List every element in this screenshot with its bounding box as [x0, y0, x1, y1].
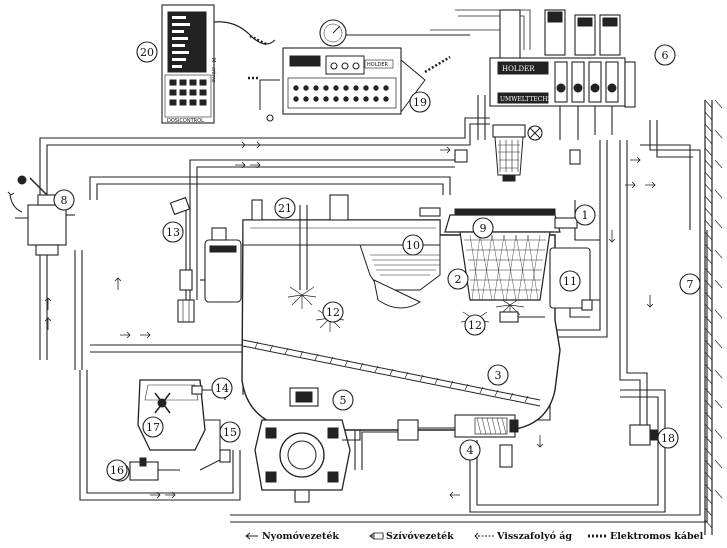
- valve-block-top-label: HOLDER: [502, 65, 535, 73]
- suction-filter: [397, 414, 519, 468]
- spray-boom: [704, 99, 723, 535]
- svg-text:16: 16: [110, 464, 124, 477]
- svg-text:Elektromos kábel: Elektromos kábel: [610, 531, 704, 542]
- svg-text:Szívóvezeték: Szívóvezeték: [386, 531, 454, 542]
- svg-text:1: 1: [582, 209, 589, 222]
- callout-8: 8: [53, 189, 75, 211]
- callout-1: 1: [574, 204, 596, 226]
- callout-5: 5: [332, 389, 354, 411]
- callout-11: 11: [559, 270, 581, 292]
- legend-pressure: Nyomóvezeték: [245, 531, 339, 542]
- filler-basket: [444, 208, 578, 301]
- svg-text:21: 21: [278, 202, 292, 215]
- callout-6: 6: [654, 44, 676, 66]
- svg-text:9: 9: [480, 222, 487, 235]
- svg-text:5: 5: [340, 394, 347, 407]
- svg-text:11: 11: [563, 275, 577, 288]
- callout-4: 4: [459, 439, 481, 461]
- svg-text:4: 4: [467, 444, 474, 457]
- electric-valve-block: HOLDER UMWELTTECHNIK: [430, 9, 636, 141]
- pressure-gauge: [319, 19, 470, 47]
- svg-text:Visszafolyó ág: Visszafolyó ág: [496, 531, 572, 542]
- dosicontrol-controller: DOSICONTROL M · crême: [161, 4, 276, 124]
- callout-9: 9: [472, 217, 494, 239]
- callouts: 20 19 6 8 21 9 1 13 10 2 11 7 12 12 3 14…: [53, 41, 701, 481]
- legend-return: Visszafolyó ág: [474, 531, 572, 542]
- legend-suction: Szívóvezeték: [369, 531, 454, 542]
- controller-model: M · crême: [210, 58, 217, 83]
- svg-text:10: 10: [406, 239, 420, 252]
- svg-text:18: 18: [661, 432, 675, 445]
- svg-text:7: 7: [687, 278, 694, 291]
- manual-main-valve: [7, 175, 67, 256]
- callout-21: 21: [274, 197, 296, 219]
- svg-text:19: 19: [413, 96, 427, 109]
- callout-14: 14: [211, 377, 233, 399]
- callout-2: 2: [447, 268, 469, 290]
- callout-15: 15: [219, 421, 241, 443]
- svg-text:20: 20: [140, 46, 154, 59]
- callout-19: 19: [409, 91, 431, 113]
- callout-12b: 12: [464, 314, 486, 336]
- svg-text:3: 3: [495, 369, 502, 382]
- callout-18: 18: [657, 427, 679, 449]
- svg-text:2: 2: [455, 273, 462, 286]
- svg-text:8: 8: [61, 194, 68, 207]
- callout-20: 20: [136, 41, 158, 63]
- svg-text:17: 17: [146, 421, 160, 434]
- legend-electric: Elektromos kábel: [588, 531, 704, 542]
- legend: Nyomóvezeték Szívóvezeték Visszafolyó ág…: [245, 531, 704, 542]
- flow-arrows: [44, 141, 656, 499]
- svg-text:Nyomóvezeték: Nyomóvezeték: [262, 531, 339, 542]
- control-console: HOLDER: [248, 47, 451, 122]
- callout-16: 16: [106, 459, 128, 481]
- callout-13: 13: [162, 221, 184, 243]
- callout-17: 17: [142, 416, 164, 438]
- callout-3: 3: [487, 364, 509, 386]
- callout-10: 10: [402, 234, 424, 256]
- svg-text:13: 13: [166, 226, 180, 239]
- svg-text:12: 12: [326, 306, 340, 319]
- svg-text:12: 12: [468, 319, 482, 332]
- valve-block-label: UMWELTTECHNIK: [500, 96, 560, 103]
- callout-12a: 12: [322, 301, 344, 323]
- svg-text:6: 6: [662, 49, 669, 62]
- diaphragm-pump: [254, 387, 361, 503]
- hand-wash-tank: [200, 227, 242, 303]
- level-indicator: [169, 196, 195, 323]
- drain-valve: [629, 424, 659, 446]
- svg-text:15: 15: [223, 426, 237, 439]
- pressure-filter: [454, 124, 581, 182]
- callout-7: 7: [679, 273, 701, 295]
- svg-text:14: 14: [215, 382, 229, 395]
- console-label: HOLDER: [367, 62, 388, 68]
- controller-brand: DOSICONTROL: [167, 118, 204, 124]
